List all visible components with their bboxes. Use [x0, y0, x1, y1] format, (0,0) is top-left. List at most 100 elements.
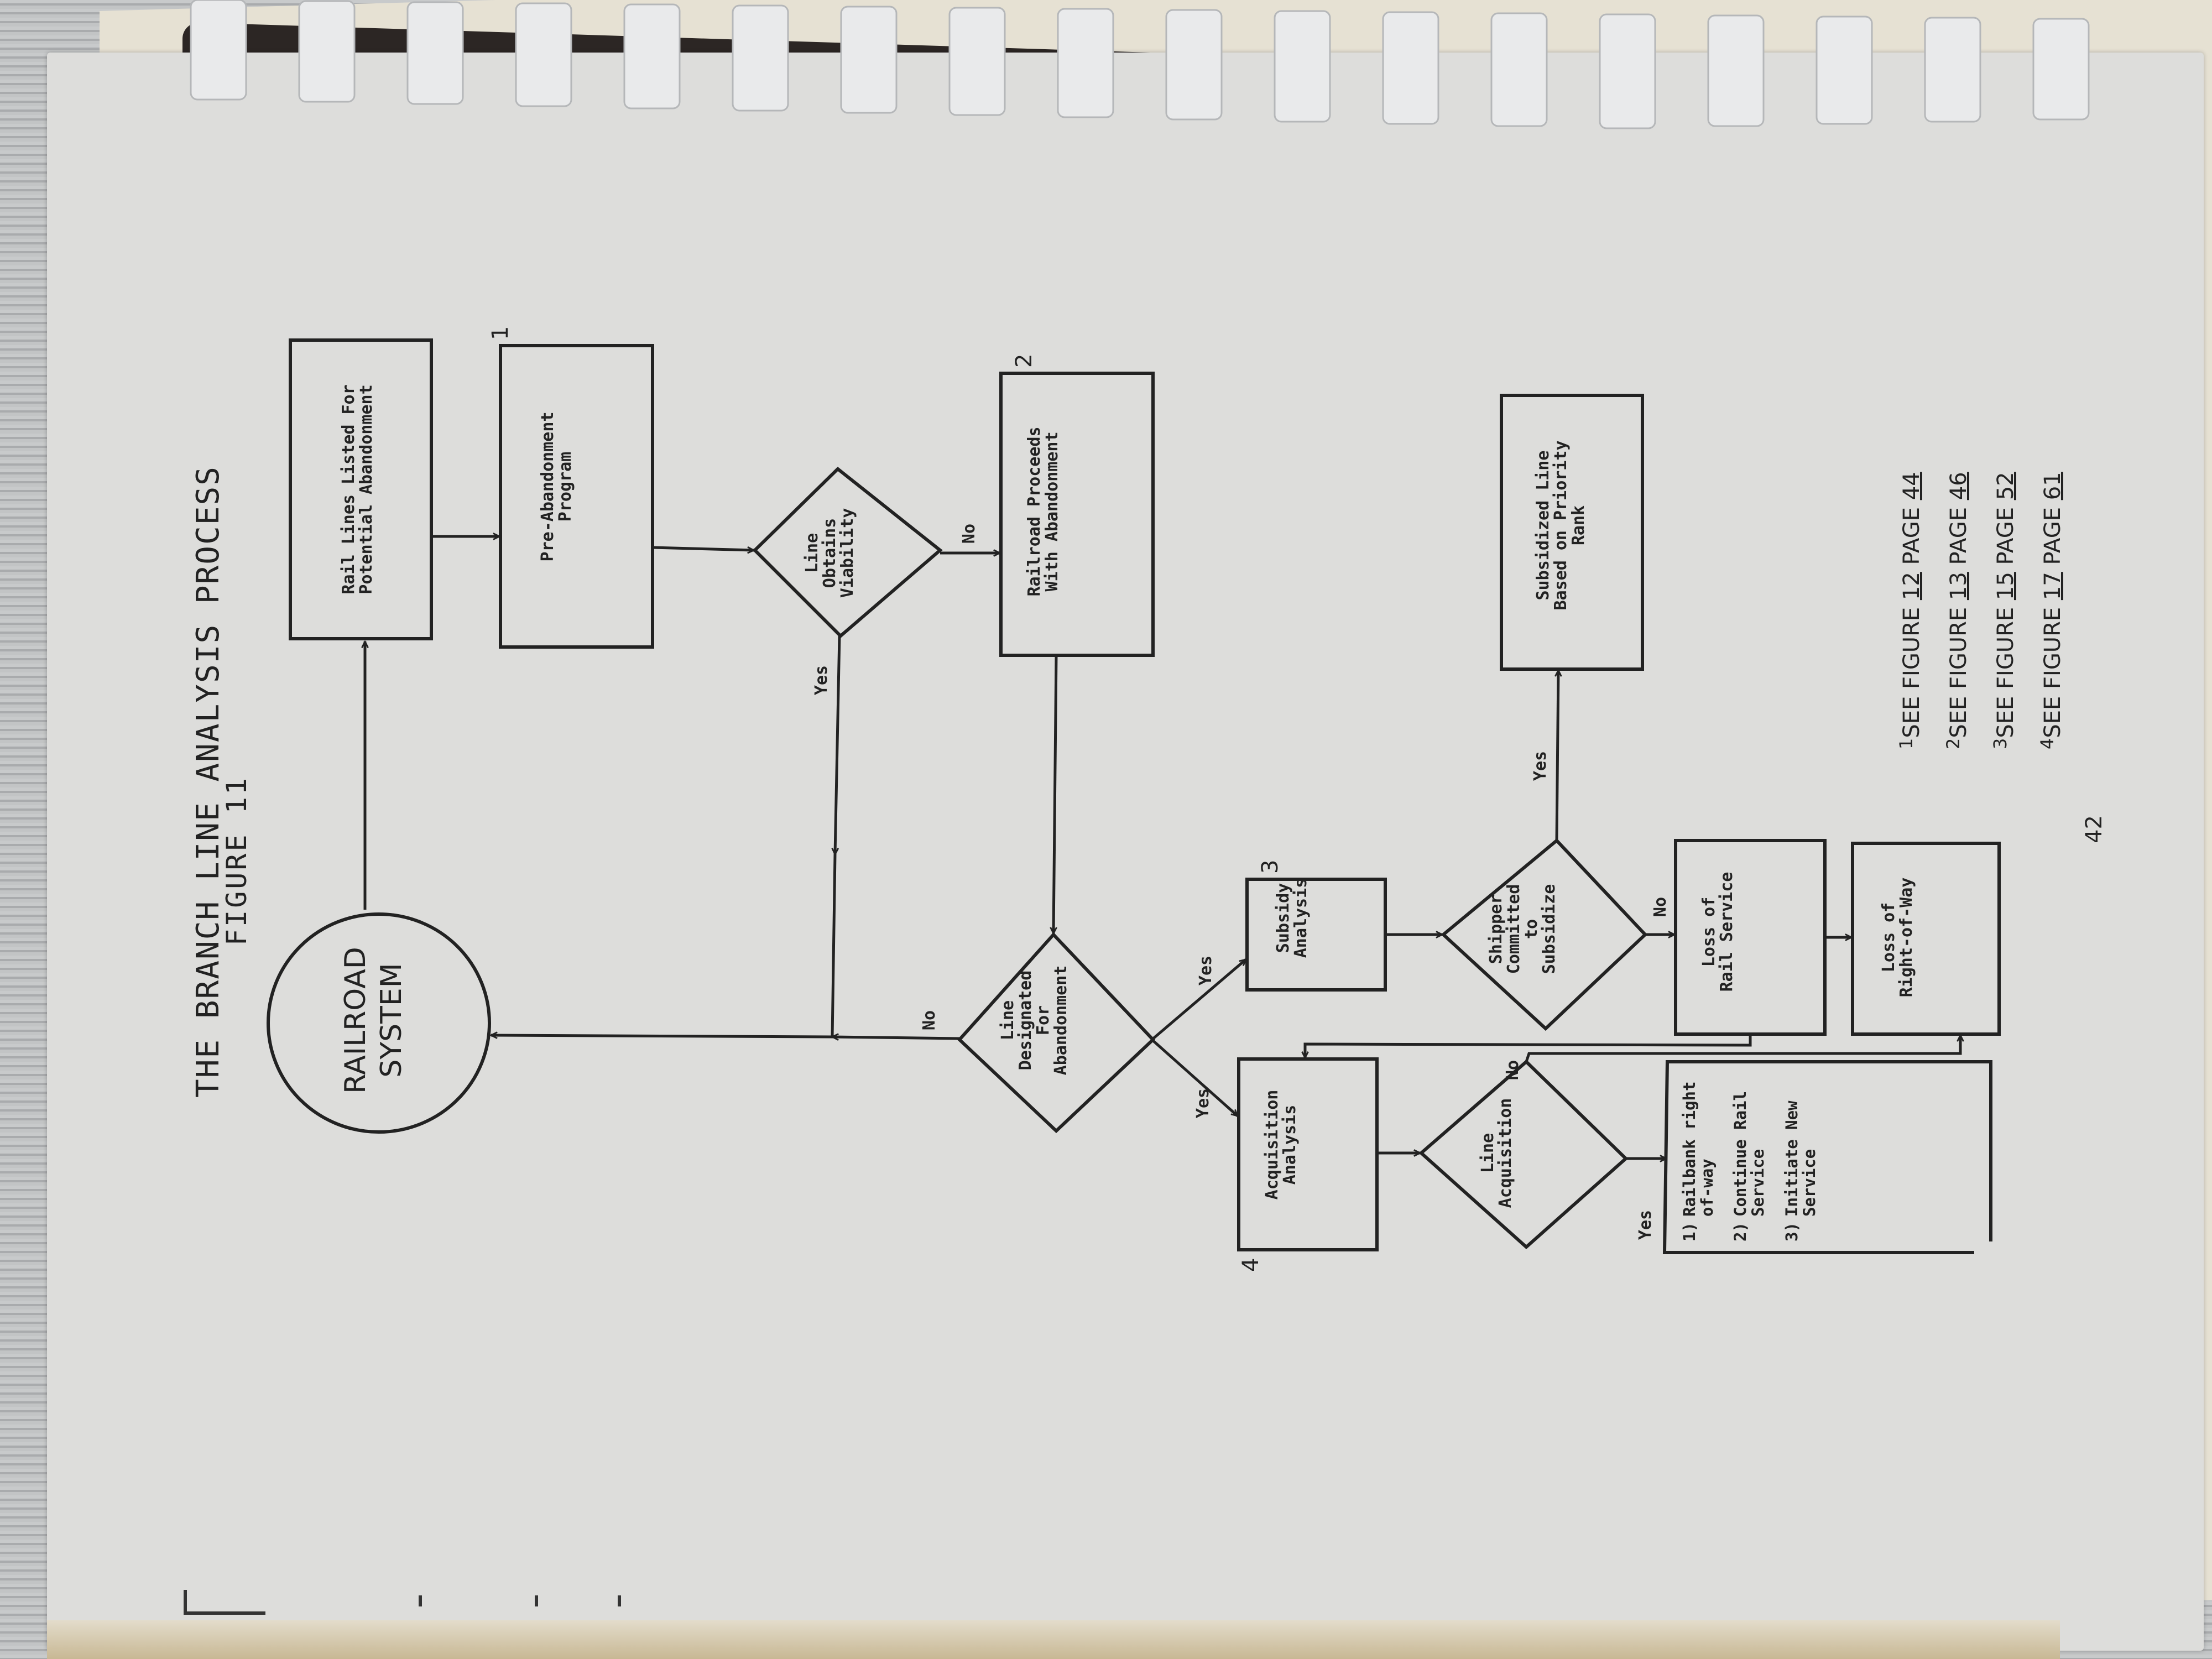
pre-abandonment-line2: Program	[556, 452, 575, 521]
acquisition-analysis-node	[1237, 1057, 1379, 1251]
subsidized-line-line1: Subsidized Line	[1533, 451, 1553, 601]
loss-right-of-way-line2: Right-of-Way	[1897, 878, 1916, 998]
acquisition-analysis-line2: Analysis	[1280, 1105, 1300, 1185]
footnote-text: SEE FIGURE	[1899, 600, 1924, 738]
document-page	[47, 53, 2204, 1651]
viability-line1: Line	[802, 533, 822, 573]
figure-label: FIGURE 11	[221, 776, 253, 946]
footnote-figure: 17	[2040, 572, 2065, 600]
shipper-line2: Committed	[1504, 884, 1524, 974]
binding-coil	[190, 0, 247, 101]
option-3-num: 3)	[1782, 1222, 1801, 1241]
margin-marks	[184, 1590, 621, 1615]
loss-rail-service-node	[1674, 839, 1827, 1036]
edge-label-viability-no: No	[959, 524, 979, 544]
line-obtains-viability-node	[752, 467, 943, 639]
option-2-num: 2)	[1731, 1222, 1750, 1241]
footnote-page-label: PAGE	[1993, 500, 2018, 572]
footnote-line: 4SEE FIGURE 17 PAGE 61	[2037, 472, 2065, 749]
viability-line2: Obtains	[820, 518, 839, 588]
subsidy-analysis-line2: Analysis	[1291, 878, 1311, 958]
binding-coil	[1274, 10, 1331, 123]
footnote-page-label: PAGE	[1899, 500, 1924, 572]
option-2-line1: Continue Rail	[1731, 1091, 1750, 1217]
binding-coil	[732, 4, 789, 112]
designated-line2: Designated	[1016, 971, 1035, 1071]
binding-coil	[1382, 11, 1439, 125]
shipper-line1: Shipper	[1486, 894, 1506, 964]
option-3-line2: Service	[1800, 1149, 1819, 1217]
loss-rail-service-line1: Loss of	[1699, 897, 1719, 967]
edge-label-designated-no: No	[920, 1010, 939, 1030]
binding-coil	[623, 3, 681, 109]
footnote-number: 3	[1990, 738, 2011, 749]
viability-line3: Viability	[838, 508, 857, 598]
subsidized-line-node	[1500, 394, 1644, 671]
footnote-marker-3: 3	[1258, 860, 1283, 874]
footnote-page-label: PAGE	[1946, 500, 1971, 572]
footnote-figure: 15	[1993, 572, 2018, 600]
line-acquisition-line1: Line	[1478, 1133, 1498, 1173]
binding-coil	[406, 1, 464, 105]
footnote-figure: 12	[1899, 572, 1924, 600]
binding-coil	[948, 7, 1006, 116]
footnote-page: 52	[1993, 472, 2018, 500]
rail-lines-listed-node	[289, 338, 433, 640]
option-1-line1: Railbank right	[1680, 1082, 1699, 1217]
footnote-page-label: PAGE	[2040, 500, 2065, 572]
railroad-system-line1: RAILROAD	[339, 947, 372, 1094]
connectors	[365, 536, 1960, 1159]
line-acquisition-line2: Acquisition	[1496, 1098, 1515, 1208]
designated-line1: Line	[998, 1000, 1018, 1040]
footnote-line: 1SEE FIGURE 12 PAGE 44	[1896, 472, 1924, 749]
document-title: THE BRANCH LINE ANALYSIS PROCESS	[190, 466, 226, 1098]
pre-abandonment-node	[499, 344, 654, 649]
subsidized-line-line2: Based on Priority	[1551, 440, 1571, 610]
edge-label-designated-yes-acquisition: Yes	[1193, 1088, 1213, 1118]
binding-coil	[1490, 12, 1548, 127]
option-1-line2: of-way	[1698, 1159, 1717, 1217]
binding-coil	[2032, 18, 2090, 121]
footnote-figure: 13	[1946, 572, 1971, 600]
acquisition-options-node	[1662, 1060, 1992, 1254]
loss-right-of-way-node	[1851, 842, 2001, 1036]
shipper-line4: Subsidize	[1540, 884, 1559, 974]
edge-label-acquisition-yes: Yes	[1636, 1210, 1655, 1240]
edge-label-shipper-yes: Yes	[1531, 751, 1550, 781]
binding-coil	[1924, 17, 1981, 123]
edge-label-designated-yes-subsidy: Yes	[1196, 956, 1215, 985]
shipper-line3: to	[1522, 919, 1541, 939]
binding-coil	[1707, 14, 1765, 127]
acquisition-analysis-line1: Acquisition	[1262, 1090, 1282, 1200]
footnote-line: 2SEE FIGURE 13 PAGE 46	[1943, 472, 1971, 749]
loss-right-of-way-line1: Loss of	[1879, 902, 1898, 972]
footnote-text: SEE FIGURE	[1993, 600, 2018, 738]
spiral-binding	[190, 0, 2090, 129]
binding-coil	[298, 0, 356, 103]
binding-coil	[1165, 9, 1223, 121]
designated-line4: Abandonment	[1051, 966, 1071, 1076]
binding-coil	[840, 6, 898, 114]
binding-coil	[515, 2, 572, 107]
railroad-proceeds-node	[999, 372, 1155, 657]
footnote-line: 3SEE FIGURE 15 PAGE 52	[1990, 472, 2018, 749]
edge-label-shipper-no: No	[1651, 897, 1670, 917]
footnote-number: 1	[1896, 738, 1917, 749]
page-number: 42	[2081, 815, 2107, 843]
footnote-number: 4	[2037, 738, 2058, 749]
footnote-text: SEE FIGURE	[1946, 600, 1971, 738]
subsidy-analysis-node	[1245, 878, 1387, 992]
footnote-page: 61	[2040, 472, 2065, 500]
footnote-text: SEE FIGURE	[2040, 600, 2065, 738]
footnote-marker-1: 1	[488, 326, 513, 340]
footnote-page: 46	[1946, 472, 1971, 500]
railroad-system-node	[267, 912, 491, 1134]
binding-coil	[1815, 15, 1873, 125]
railroad-system-line2: SYSTEM	[375, 963, 408, 1077]
rail-lines-listed-line1: Rail Lines Listed For	[339, 384, 358, 594]
option-1-num: 1)	[1680, 1222, 1699, 1241]
subsidy-analysis-line1: Subsidy	[1274, 883, 1293, 953]
footnote-page: 44	[1899, 472, 1924, 500]
